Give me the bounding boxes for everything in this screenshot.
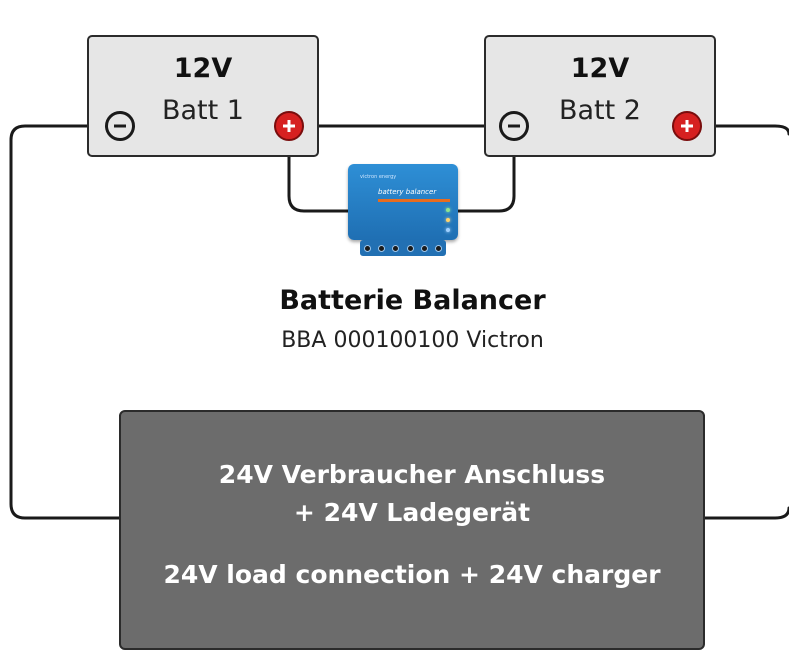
wire-positive-main-bottom [703, 506, 789, 520]
battery-balancer-device: victron energy battery balancer [340, 160, 464, 260]
balancer-title: Batterie Balancer [279, 285, 546, 316]
terminal-screw-icon [363, 244, 371, 252]
balancer-device-label: battery balancer [378, 188, 437, 196]
terminal-screw-icon [420, 244, 428, 252]
terminal-screw-icon [392, 244, 400, 252]
battery-1-voltage: 12V [173, 53, 233, 84]
battery-2-positive-terminal-icon [672, 111, 702, 141]
wire-balancer-left [287, 124, 352, 213]
balancer-stripe [378, 199, 450, 202]
load-connection-box: 24V Verbraucher Anschluss + 24V Ladegerä… [119, 410, 705, 650]
terminal-screw-icon [435, 244, 443, 252]
wire-balancer-right [454, 124, 516, 213]
load-line-1: 24V Verbraucher Anschluss [218, 460, 606, 489]
balancer-body: victron energy battery balancer [348, 164, 458, 240]
load-line-3: 24V load connection + 24V charger [163, 560, 661, 589]
balancer-model: BBA 000100100 Victron [281, 328, 544, 353]
balancer-terminal-block [360, 240, 446, 256]
battery-2-negative-terminal-icon [499, 111, 529, 141]
alarm-led-icon [446, 218, 450, 222]
balance-led-icon [446, 228, 450, 232]
battery-1-positive-terminal-icon [274, 111, 304, 141]
status-led-icon [446, 208, 450, 212]
battery-1-negative-terminal-icon [105, 111, 135, 141]
battery-2: 12V Batt 2 [484, 35, 716, 157]
battery-2-label: Batt 2 [558, 95, 641, 126]
terminal-screw-icon [406, 244, 414, 252]
terminal-screw-icon [377, 244, 385, 252]
balancer-brand-text: victron energy [360, 174, 397, 180]
load-line-2: + 24V Ladegerät [293, 498, 531, 527]
battery-2-voltage: 12V [570, 53, 630, 84]
battery-1-label: Batt 1 [161, 95, 244, 126]
wire-negative-main [9, 124, 122, 520]
